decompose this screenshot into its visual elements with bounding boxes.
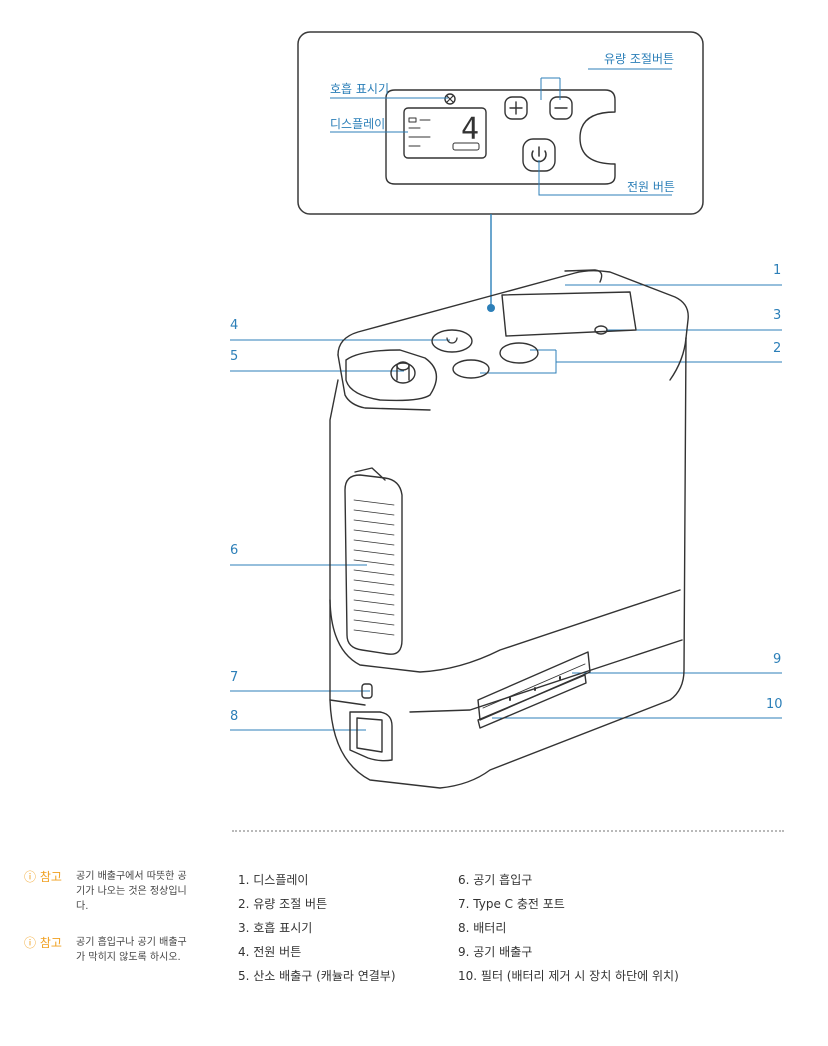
breath-indicator-icon — [444, 93, 456, 105]
part-item: 10. 필터 (배터리 제거 시 장치 하단에 위치) — [458, 969, 679, 983]
device-diagram — [230, 31, 782, 789]
note-1-text: 공기 배출구에서 따뜻한 공기가 나오는 것은 정상입니다. — [76, 871, 187, 912]
parts-list-right: 6. 공기 흡입구 7. Type C 충전 포트 8. 배터리 9. 공기 배… — [458, 868, 679, 988]
part-item: 8. 배터리 — [458, 921, 507, 935]
marker-7: 7 — [230, 670, 239, 685]
label-power-button: 전원 버튼 — [627, 180, 675, 194]
marker-3: 3 — [773, 308, 782, 323]
part-item: 3. 호흡 표시기 — [238, 921, 313, 935]
part-item: 5. 산소 배출구 (캐뉼라 연결부) — [238, 969, 396, 983]
device-flow-button-up — [499, 342, 539, 364]
part-item: 6. 공기 흡입구 — [458, 873, 533, 887]
info-icon: ⓘ — [24, 936, 37, 950]
screen-flow-digit: 4 — [461, 112, 480, 147]
part-item: 9. 공기 배출구 — [458, 945, 533, 959]
marker-8: 8 — [230, 709, 239, 724]
air-intake — [344, 474, 403, 655]
info-icon: ⓘ — [24, 870, 37, 884]
flow-up-button — [504, 96, 528, 120]
control-panel — [385, 89, 616, 185]
filter — [477, 674, 587, 729]
section-divider — [232, 830, 784, 832]
marker-9: 9 — [773, 652, 782, 667]
note-2-text: 공기 흡입구나 공기 배출구가 막히지 않도록 하시오. — [76, 937, 187, 963]
callout-display — [403, 107, 487, 159]
oxygen-outlet — [390, 362, 416, 384]
device-flow-button-down — [452, 359, 490, 379]
note-2-label: 참고 — [39, 936, 62, 950]
device-display — [501, 291, 637, 337]
marker-10: 10 — [766, 697, 783, 712]
marker-5: 5 — [230, 349, 239, 364]
device-power-button — [431, 329, 473, 353]
usb-c-port — [361, 683, 373, 699]
note-1-head: ⓘ 참고 — [24, 868, 62, 885]
label-breath-indicator: 호흡 표시기 — [330, 82, 390, 96]
battery — [349, 711, 393, 762]
marker-6: 6 — [230, 543, 239, 558]
marker-4: 4 — [230, 318, 239, 333]
parts-list-left: 1. 디스플레이 2. 유량 조절 버튼 3. 호흡 표시기 4. 전원 버튼 … — [238, 868, 396, 988]
part-item: 4. 전원 버튼 — [238, 945, 302, 959]
callout-box — [297, 31, 704, 215]
note-2-head: ⓘ 참고 — [24, 934, 62, 951]
device-top — [337, 270, 689, 356]
air-exhaust — [477, 651, 591, 721]
part-item: 7. Type C 충전 포트 — [458, 897, 565, 911]
label-flow-buttons: 유량 조절버튼 — [604, 52, 675, 66]
flow-down-button — [549, 96, 573, 120]
label-display: 디스플레이 — [330, 117, 386, 131]
part-item: 2. 유량 조절 버튼 — [238, 897, 328, 911]
note-1-label: 참고 — [39, 870, 62, 884]
part-item: 1. 디스플레이 — [238, 873, 309, 887]
marker-2: 2 — [773, 341, 782, 356]
device-body — [329, 337, 687, 789]
marker-1: 1 — [773, 263, 782, 278]
